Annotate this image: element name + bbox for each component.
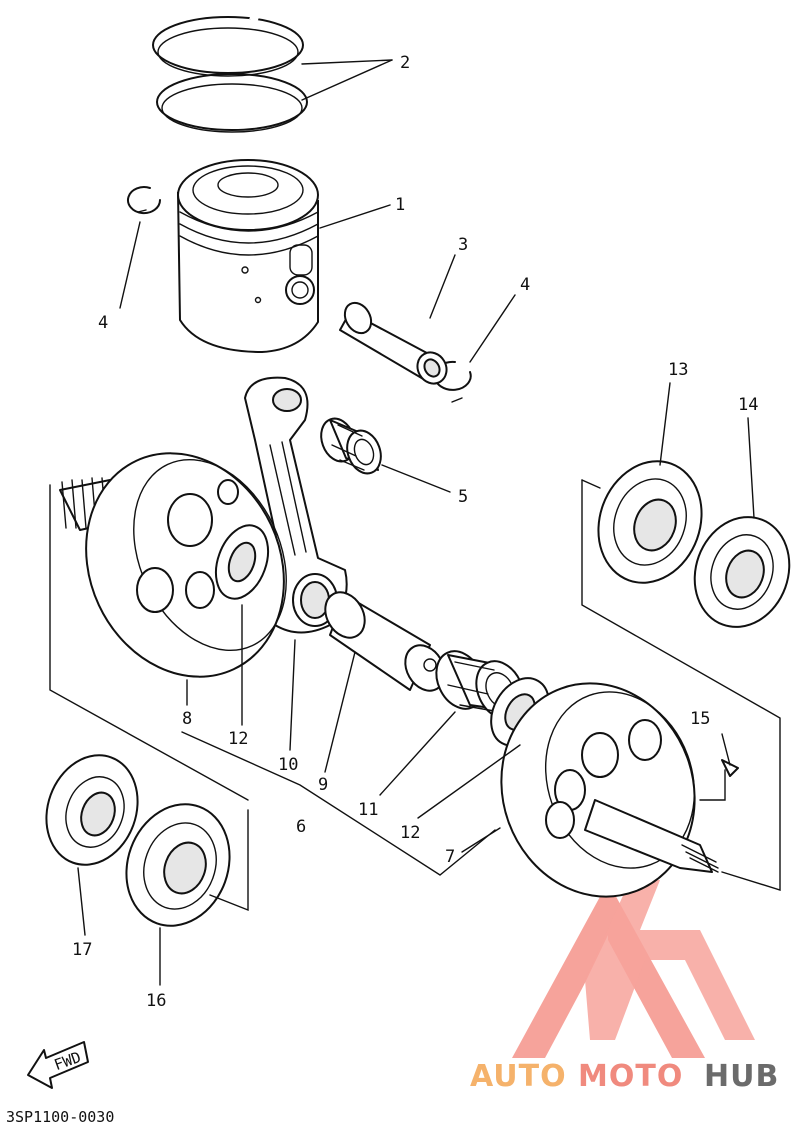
piston-rings bbox=[152, 15, 308, 133]
watermark-brand: AUTO MOTO HUB bbox=[470, 1059, 779, 1094]
callout-4-right: 4 bbox=[520, 275, 530, 295]
callout-14: 14 bbox=[738, 395, 758, 415]
piston-pin bbox=[339, 301, 448, 385]
callout-17: 17 bbox=[72, 940, 92, 960]
callout-1: 1 bbox=[395, 195, 405, 215]
oil-seal-14 bbox=[693, 516, 791, 628]
callout-16: 16 bbox=[146, 991, 166, 1011]
callout-labels: 2 1 3 4 4 13 14 5 8 12 15 10 9 6 11 12 7… bbox=[72, 53, 758, 1011]
callout-15: 15 bbox=[690, 709, 710, 729]
callout-7: 7 bbox=[445, 847, 455, 867]
thrust-washer-left bbox=[214, 524, 270, 600]
callout-13: 13 bbox=[668, 360, 688, 380]
callout-3: 3 bbox=[458, 235, 468, 255]
assembly-brackets bbox=[49, 479, 781, 912]
watermark-logo bbox=[512, 880, 755, 1058]
fwd-label: FWD bbox=[52, 1048, 84, 1074]
crank-right-half bbox=[500, 682, 719, 898]
callout-6: 6 bbox=[296, 817, 306, 837]
callout-10: 10 bbox=[278, 755, 298, 775]
crank-bearing-13 bbox=[597, 460, 703, 584]
crank-bearing-16 bbox=[125, 803, 231, 927]
forward-arrow-icon: FWD bbox=[27, 1041, 89, 1089]
callout-8: 8 bbox=[182, 709, 192, 729]
brand-moto: MOTO bbox=[578, 1059, 683, 1094]
callout-5: 5 bbox=[458, 487, 468, 507]
piston bbox=[177, 159, 319, 353]
small-end-bearing bbox=[320, 417, 382, 475]
callout-9: 9 bbox=[318, 775, 328, 795]
brand-hub: HUB bbox=[704, 1059, 779, 1094]
crank-left-half bbox=[59, 452, 287, 678]
callout-12-left: 12 bbox=[228, 729, 248, 749]
part-code: 3SP1100-0030 bbox=[6, 1108, 114, 1126]
callout-11: 11 bbox=[358, 800, 378, 820]
brand-auto: AUTO bbox=[470, 1059, 567, 1094]
callout-12-right: 12 bbox=[400, 823, 420, 843]
oil-seal-17 bbox=[45, 754, 139, 866]
callout-4-left: 4 bbox=[98, 313, 108, 333]
crank-pin bbox=[324, 591, 446, 692]
callout-2: 2 bbox=[400, 53, 410, 73]
leader-lines bbox=[77, 59, 755, 986]
